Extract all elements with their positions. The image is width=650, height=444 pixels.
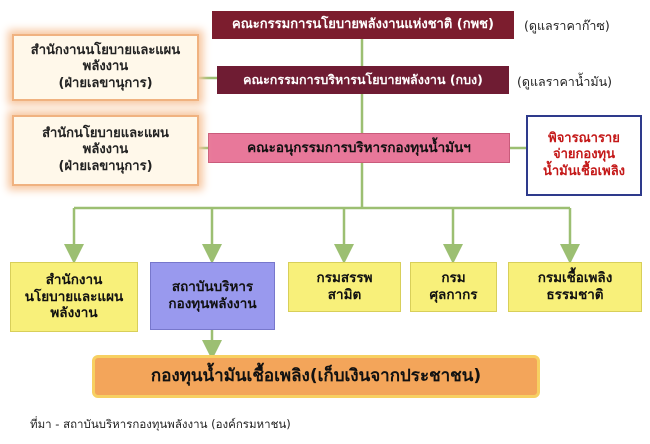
npc-committee-label: คณะกรรมการนโยบายพลังงานแห่งชาติ (กพช) [232,16,494,32]
fund-subcommittee-box: คณะอนุกรรมการบริหารกองทุนน้ำมันฯ [208,133,510,163]
department-box-energy-policy-office: สำนักงานนโยบายและแผนพลังงาน [10,262,138,332]
department-box-customs: กรมศุลกากร [410,262,497,312]
oil-fund-label: กองทุนน้ำมันเชื้อเพลิง(เก็บเงินจากประชาช… [150,365,482,386]
office-box-1: สำนักงานนโยบายและแผนพลังงาน (ฝ่ายเลขานุก… [12,34,199,101]
department-label-2: สถาบันบริหารกองทุนพลังงาน [168,279,257,312]
npc-note: (ดูแลราคาก๊าซ) [524,18,610,33]
npc-committee-box: คณะกรรมการนโยบายพลังงานแห่งชาติ (กพช) [212,11,514,39]
epc-committee-label: คณะกรรมการบริหารนโยบายพลังงาน (กบง) [243,72,483,88]
source-caption: ที่มา - สถาบันบริหารกองทุนพลังงาน (องค์ก… [30,417,291,431]
department-label-3: กรมสรรพสามิต [316,270,373,303]
department-box-mineral-fuels: กรมเชื้อเพลิงธรรมชาติ [508,262,642,312]
consideration-label: พิจารณารายจ่ายกองทุนน้ำมันเชื้อเพลิง [542,131,626,179]
fund-subcommittee-label: คณะอนุกรรมการบริหารกองทุนน้ำมันฯ [247,139,471,156]
office-2-role: (ฝ่ายเลขานุการ) [58,158,153,174]
department-box-excise: กรมสรรพสามิต [288,262,401,312]
epc-committee-box: คณะกรรมการบริหารนโยบายพลังงาน (กบง) [217,66,509,94]
department-label-4: กรมศุลกากร [429,270,478,303]
office-1-role: (ฝ่ายเลขานุการ) [58,75,153,91]
office-2-name: สำนักนโยบายและแผนพลังงาน [42,126,169,158]
epc-note: (ดูแลราคาน้ำมัน) [517,74,613,89]
consideration-box: พิจารณารายจ่ายกองทุนน้ำมันเชื้อเพลิง [526,115,642,196]
office-1-name: สำนักงานนโยบายและแผนพลังงาน [30,43,181,75]
office-box-2: สำนักนโยบายและแผนพลังงาน (ฝ่ายเลขานุการ) [12,115,199,186]
department-box-energy-fund-institute: สถาบันบริหารกองทุนพลังงาน [150,262,275,330]
department-label-1: สำนักงานนโยบายและแผนพลังงาน [24,271,124,322]
department-label-5: กรมเชื้อเพลิงธรรมชาติ [537,270,613,303]
oil-fund-box: กองทุนน้ำมันเชื้อเพลิง(เก็บเงินจากประชาช… [92,355,540,398]
